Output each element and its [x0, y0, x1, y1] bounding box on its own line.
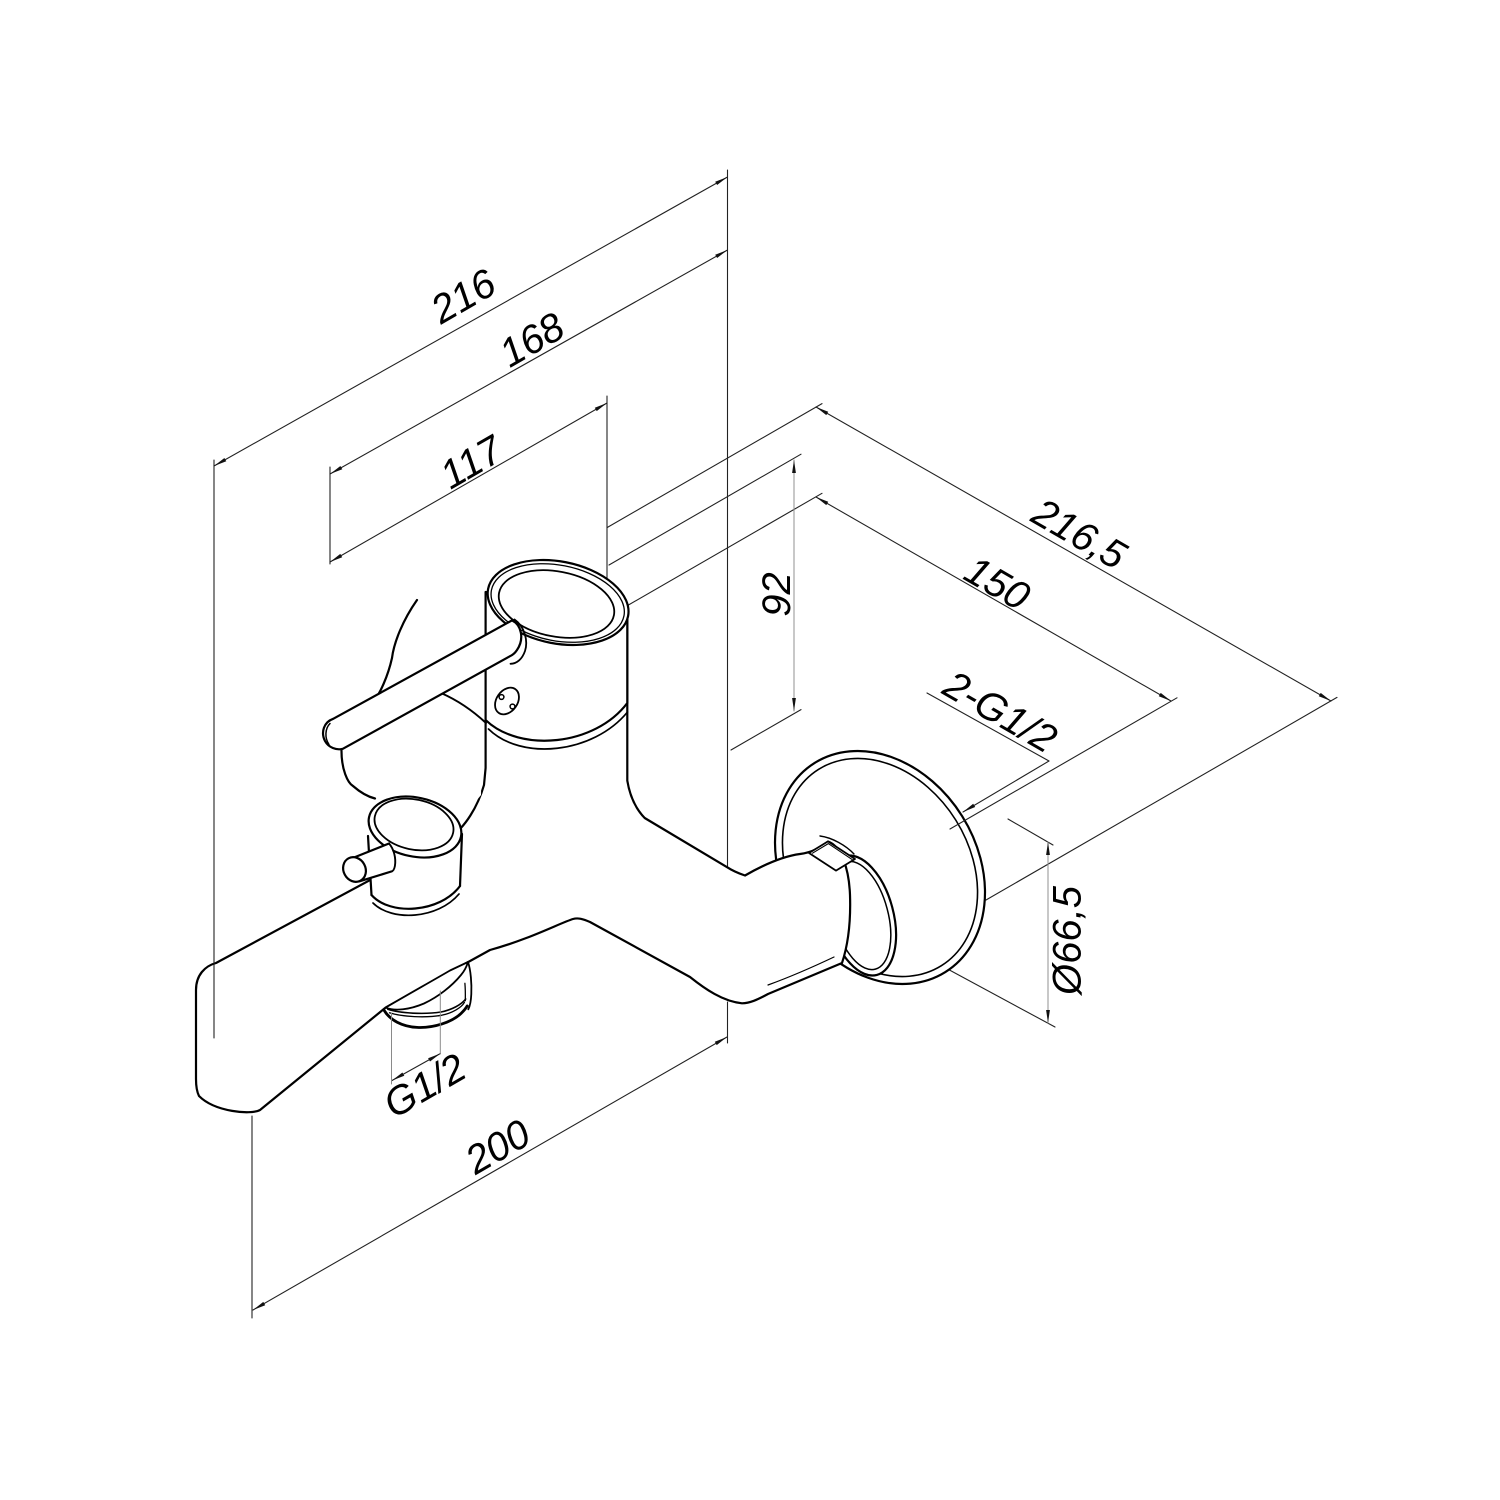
svg-text:Ø66,5: Ø66,5 — [1046, 885, 1090, 997]
svg-text:92: 92 — [755, 572, 799, 617]
